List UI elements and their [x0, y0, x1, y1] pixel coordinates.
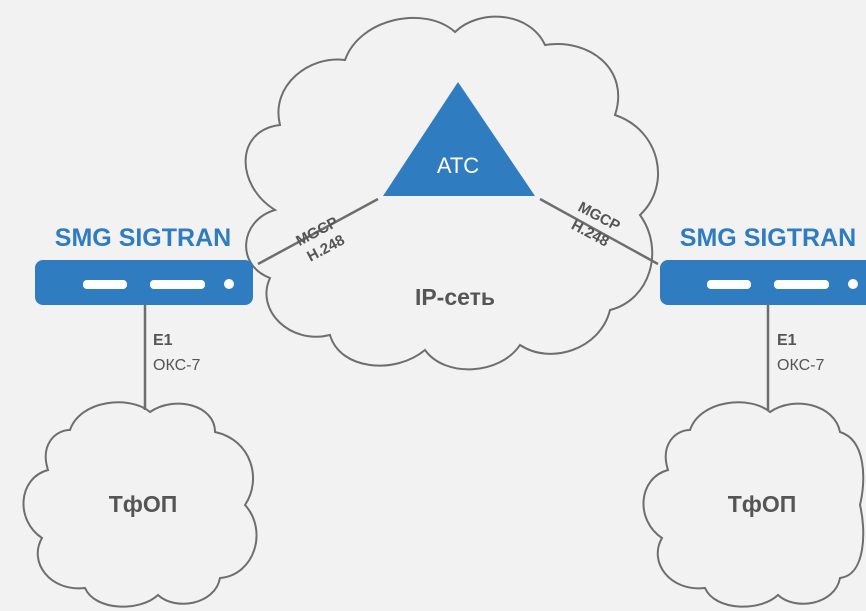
left-device-port-1 [83, 280, 127, 289]
atc-node-label: АТС [437, 153, 479, 178]
pstn-left-label: ТфОП [109, 491, 178, 517]
right-trunk-line1: E1 [777, 332, 797, 349]
atc-node [383, 82, 535, 196]
left-device-led [224, 279, 234, 289]
right-device-port-2 [774, 280, 829, 289]
pstn-cloud-left [22, 401, 258, 608]
right-device-port-1 [707, 280, 751, 289]
left-device-port-2 [150, 280, 205, 289]
ip-network-label: IP-сеть [415, 284, 495, 310]
pstn-cloud-right [642, 401, 865, 608]
right-device-title: SMG SIGTRAN [680, 224, 856, 252]
link-left-device-to-atc [257, 197, 379, 266]
left-trunk-line1: E1 [153, 332, 173, 349]
left-device [35, 260, 253, 305]
right-device-led [848, 279, 858, 289]
right-trunk-line2: ОКС-7 [777, 357, 824, 374]
left-device-title: SMG SIGTRAN [55, 224, 231, 252]
link-right-device-to-atc [539, 197, 659, 266]
pstn-right-label: ТфОП [728, 491, 797, 517]
left-trunk-line2: ОКС-7 [153, 357, 200, 374]
right-device [660, 260, 866, 305]
